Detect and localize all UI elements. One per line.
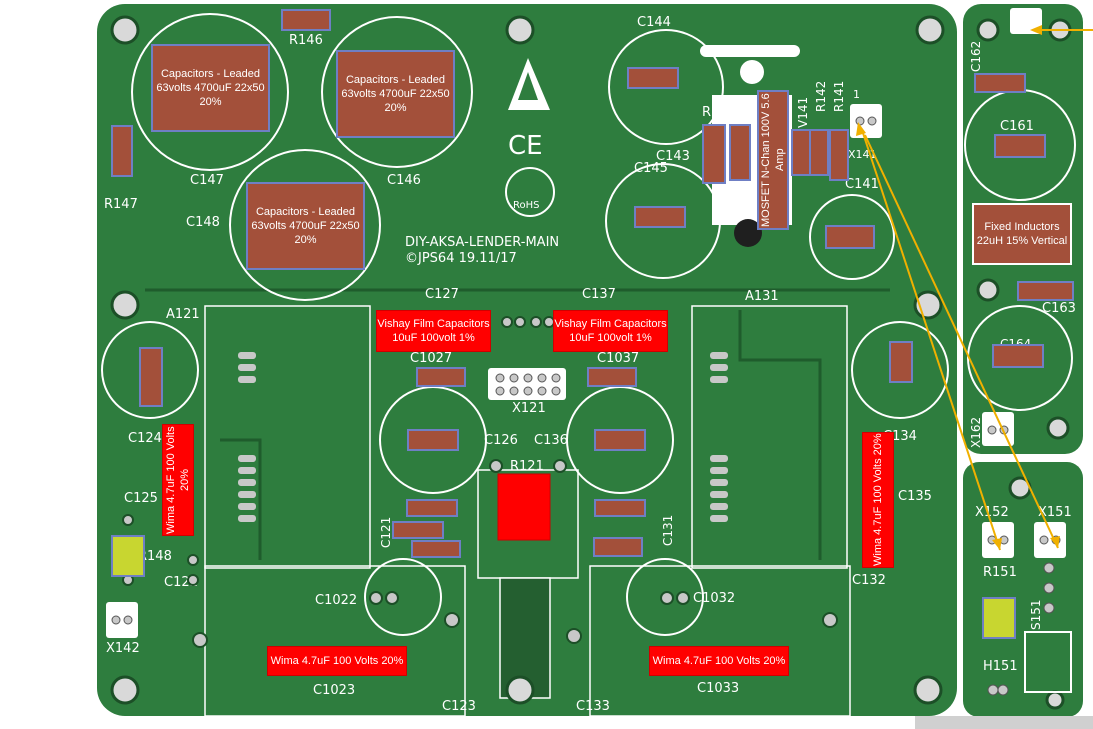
label-r121: R121 xyxy=(510,459,544,474)
label-c131: C131 xyxy=(661,515,675,546)
bottom-strip xyxy=(915,716,1093,729)
label-c161: C161 xyxy=(1000,119,1034,134)
label-a131: A131 xyxy=(745,289,779,304)
label-c145: C145 xyxy=(634,161,668,176)
label-r151: R151 xyxy=(983,565,1017,580)
trace-2 xyxy=(220,438,262,560)
label-x161: X161 xyxy=(1082,27,1093,58)
annotation-caps-leaded-2: Capacitors - Leaded 63volts 4700uF 22x50… xyxy=(336,50,455,138)
annotation-wima-bottom-left: Wima 4.7uF 100 Volts 20% xyxy=(267,646,407,676)
label-c1027: C1027 xyxy=(410,351,452,366)
mounting-holes xyxy=(110,15,1072,710)
label-c1037: C1037 xyxy=(597,351,639,366)
label-c136: C136 xyxy=(534,433,568,448)
label-c1032: C1032 xyxy=(693,591,735,606)
annotation-vishay-left: Vishay Film Capacitors 10uF 100volt 1% xyxy=(376,310,491,352)
label-c143: C143 xyxy=(656,149,690,164)
annotation-caps-leaded-3: Capacitors - Leaded 63volts 4700uF 22x50… xyxy=(246,182,365,270)
connectors xyxy=(106,8,1072,693)
rohs-circle xyxy=(505,167,555,217)
ce-mark: CE xyxy=(508,131,543,161)
label-c147: C147 xyxy=(190,173,224,188)
label-c127: C127 xyxy=(425,287,459,302)
annotation-mosfet: MOSFET N-Chan 100V 5.6 Amp xyxy=(757,90,789,230)
label-c137: C137 xyxy=(582,287,616,302)
label-x142: X142 xyxy=(106,641,140,656)
annotation-arrows xyxy=(861,29,1093,551)
label-c125: C125 xyxy=(124,491,158,506)
label-x162: X162 xyxy=(969,417,983,448)
label-x121: X121 xyxy=(512,401,546,416)
annotation-vishay-right: Vishay Film Capacitors 10uF 100volt 1% xyxy=(553,310,668,352)
annotation-inductors: Fixed Inductors 22uH 15% Vertical xyxy=(972,203,1072,265)
label-c144: C144 xyxy=(637,15,671,30)
annotation-wima-bottom-right: Wima 4.7uF 100 Volts 20% xyxy=(649,646,789,676)
round-pads xyxy=(122,316,838,648)
label-c121: C121 xyxy=(379,517,393,548)
label-c124: C124 xyxy=(128,431,162,446)
board-signature: ©JPS64 19.11/17 xyxy=(405,251,517,266)
label-c132: C132 xyxy=(852,573,886,588)
label-a121: A121 xyxy=(166,307,200,322)
arrow-heads xyxy=(856,25,1060,550)
annotation-wima-left-vertical: Wima 4.7uF 100 Volts 20% xyxy=(162,424,194,536)
label-one: 1 xyxy=(853,88,860,101)
label-r148: R148 xyxy=(138,549,172,564)
label-c135: C135 xyxy=(898,489,932,504)
annotation-wima-right-vertical: Wima 4.7uF 100 Volts 20% xyxy=(862,432,894,568)
label-x151: X151 xyxy=(1038,505,1072,520)
label-r142: R142 xyxy=(814,81,828,112)
annotation-caps-leaded-1: Capacitors - Leaded 63volts 4700uF 22x50… xyxy=(151,44,270,132)
label-c1023: C1023 xyxy=(313,683,355,698)
large-cap-outlines xyxy=(101,13,1076,636)
label-h151: H151 xyxy=(983,659,1018,674)
label-c123: C123 xyxy=(442,699,476,714)
silk-labels-rotated: V141 R142 R141 X161 C162 C164 X162 C121 … xyxy=(379,27,1093,630)
inductor-left xyxy=(111,535,145,577)
esd-symbol xyxy=(508,58,550,110)
label-s151: S151 xyxy=(1029,599,1043,630)
label-c1033: C1033 xyxy=(697,681,739,696)
bottom-right-panel xyxy=(589,565,851,717)
label-c148: C148 xyxy=(186,215,220,230)
board-title: DIY-AKSA-LENDER-MAIN xyxy=(405,235,559,250)
fet-pin-rows xyxy=(238,352,728,522)
left-fet-panel xyxy=(204,305,371,569)
component-pads xyxy=(111,9,1074,558)
inductor-right xyxy=(982,597,1016,639)
label-c126: C126 xyxy=(484,433,518,448)
label-r147: R147 xyxy=(104,197,138,212)
silk-labels: R146 R147 C147 C146 C148 C144 R143 C143 … xyxy=(104,15,1076,714)
label-c1022: C1022 xyxy=(315,593,357,608)
right-fet-panel xyxy=(691,305,848,569)
rohs-mark: RoHS xyxy=(513,200,539,211)
label-c162: C162 xyxy=(969,41,983,72)
r121-highlight xyxy=(497,473,551,541)
label-c141: C141 xyxy=(845,177,879,192)
label-c146: C146 xyxy=(387,173,421,188)
label-r141: R141 xyxy=(832,81,846,112)
label-c133: C133 xyxy=(576,699,610,714)
label-v141: V141 xyxy=(796,97,810,128)
label-r146: R146 xyxy=(289,33,323,48)
label-x152: X152 xyxy=(975,505,1009,520)
connector-pins xyxy=(111,116,1061,696)
trace-3 xyxy=(738,310,822,560)
label-c163: C163 xyxy=(1042,301,1076,316)
side-board-bottom xyxy=(963,462,1083,717)
label-r143: R143 xyxy=(702,105,736,120)
